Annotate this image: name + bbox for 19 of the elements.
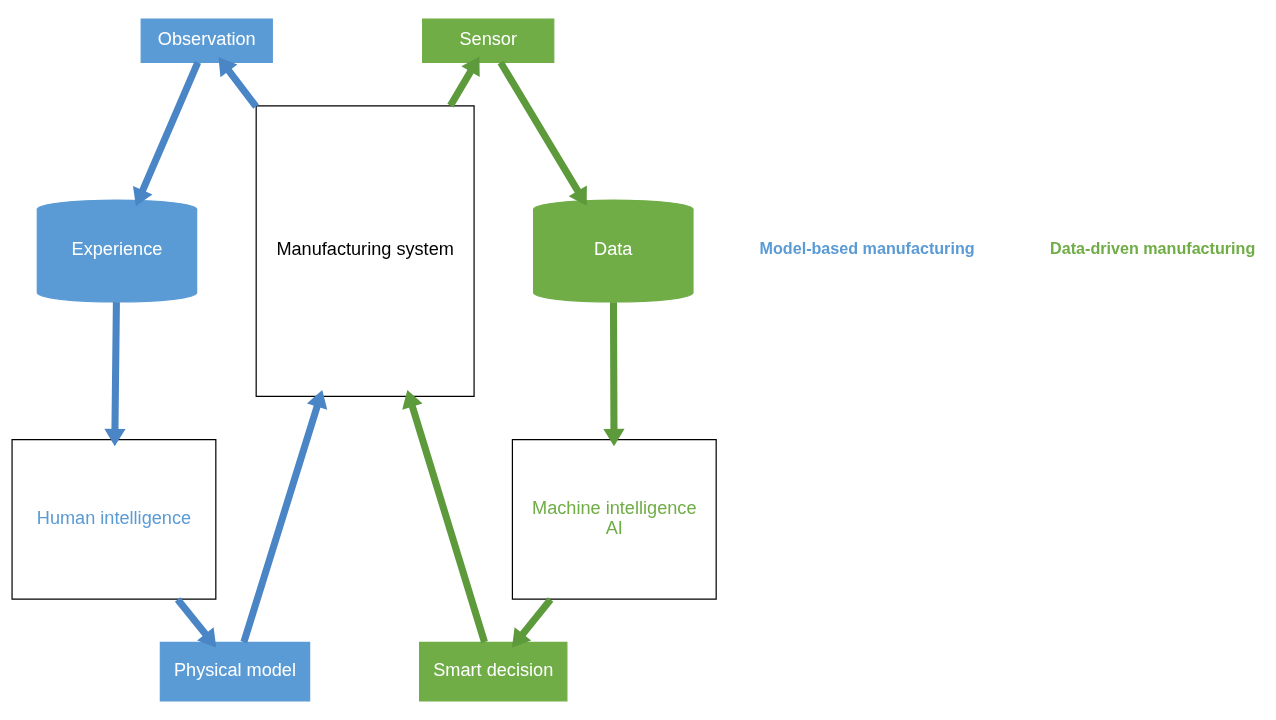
- arrow: [104, 302, 126, 447]
- arrow: [497, 60, 587, 206]
- node-box: Machine intelligence AI: [511, 439, 717, 600]
- label: Model-based manufacturing: [759, 238, 975, 257]
- arrow: [512, 597, 554, 648]
- node-box: Observation: [140, 18, 273, 63]
- node-box: Physical model: [159, 641, 311, 702]
- arrow: [240, 390, 328, 644]
- node-box: Sensor: [422, 18, 555, 63]
- label: Data-driven manufacturing: [1050, 238, 1256, 257]
- arrow: [133, 61, 202, 207]
- node-box: Manufacturing system: [255, 105, 475, 397]
- arrow: [603, 302, 625, 447]
- node-box: Human intelligence: [11, 439, 217, 600]
- arrow: [447, 56, 480, 108]
- arrow: [402, 389, 488, 644]
- node-box: Smart decision: [419, 641, 568, 702]
- arrow: [174, 597, 217, 648]
- arrow: [218, 57, 259, 109]
